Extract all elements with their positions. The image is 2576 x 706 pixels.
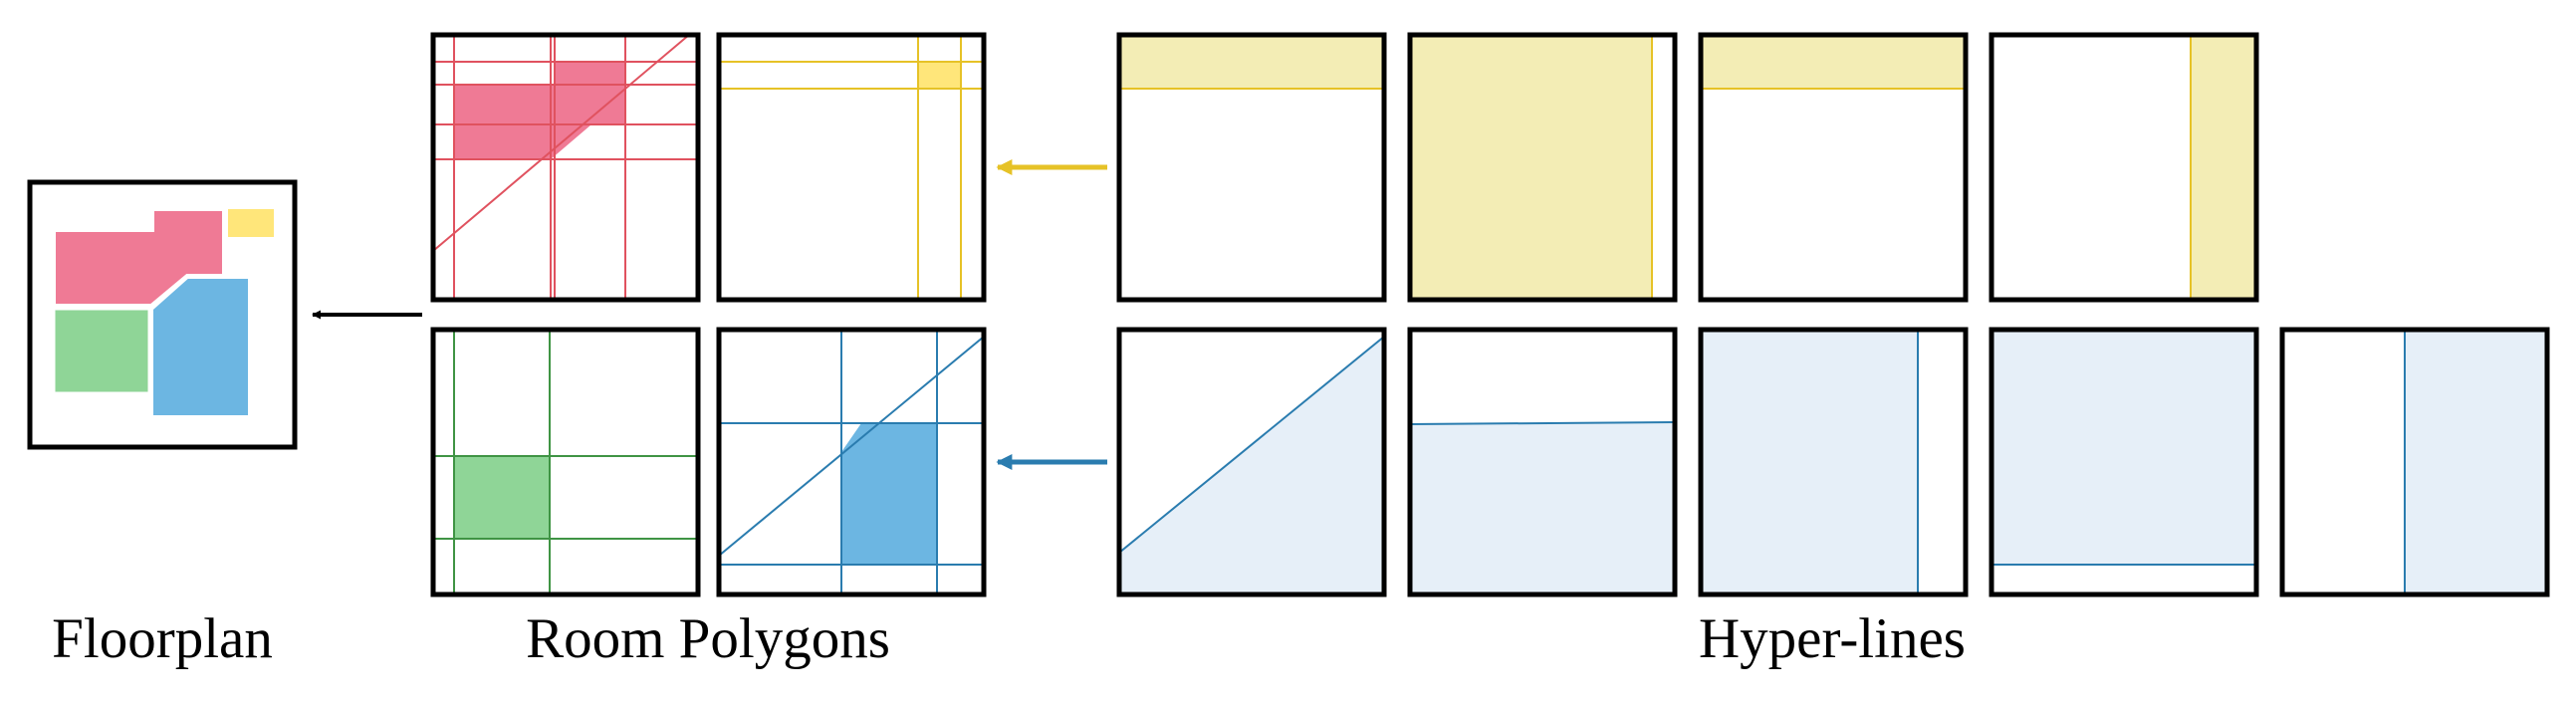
green-room-fill [454, 456, 550, 539]
green-polygon-frame [430, 327, 701, 597]
halfplane [2405, 330, 2547, 594]
room-polygon-blue [716, 327, 987, 597]
room-polygon-red [430, 32, 701, 303]
hyper-lines-caption: Hyper-lines [1699, 607, 1966, 670]
green-hyper-lines [433, 330, 698, 594]
floorplan-caption: Floorplan [52, 607, 273, 670]
hyper-line-yellow-4 [1989, 32, 2259, 303]
yellow-hyper-lines [719, 35, 984, 300]
hyper-line-blue-2 [1407, 327, 1678, 597]
hyper-line-blue-1 [1116, 327, 1387, 597]
halfplane [1991, 330, 2256, 565]
halfplane [2191, 35, 2256, 300]
room-polygons-caption: Room Polygons [526, 607, 890, 670]
yellow-polygon-frame [716, 32, 987, 303]
hyper-line-yellow-3 [1698, 32, 1969, 303]
blue-room-fill [841, 423, 937, 565]
hyper-line [1409, 421, 1676, 425]
halfplane [1410, 35, 1652, 300]
floorplan-room-blue [149, 275, 252, 419]
halfplane [1119, 337, 1384, 594]
halfplane [1701, 330, 1918, 594]
hyper-line-yellow-2 [1407, 32, 1678, 303]
floorplan-panel [27, 179, 298, 450]
hyper-line-blue-5 [2279, 327, 2550, 597]
red-polygon-frame [430, 32, 701, 303]
halfplane [1119, 35, 1384, 89]
blue-hyper-lines [718, 330, 985, 594]
yellow-room-fill [918, 62, 961, 89]
red-room-fill [454, 62, 625, 159]
blue-polygon-frame [716, 327, 987, 597]
hyper-line [1118, 336, 1385, 554]
floorplan-room-yellow [228, 209, 274, 237]
halfplane [1410, 422, 1675, 594]
hyper-line-yellow-1 [1116, 32, 1387, 303]
floorplan-room-green [52, 307, 151, 395]
red-hyper-lines [432, 34, 698, 300]
hyper-line-blue-4 [1989, 327, 2259, 597]
room-polygon-yellow [716, 32, 987, 303]
room-polygon-green [430, 327, 701, 597]
halfplane [1701, 35, 1966, 89]
hyper-line-blue-3 [1698, 327, 1969, 597]
